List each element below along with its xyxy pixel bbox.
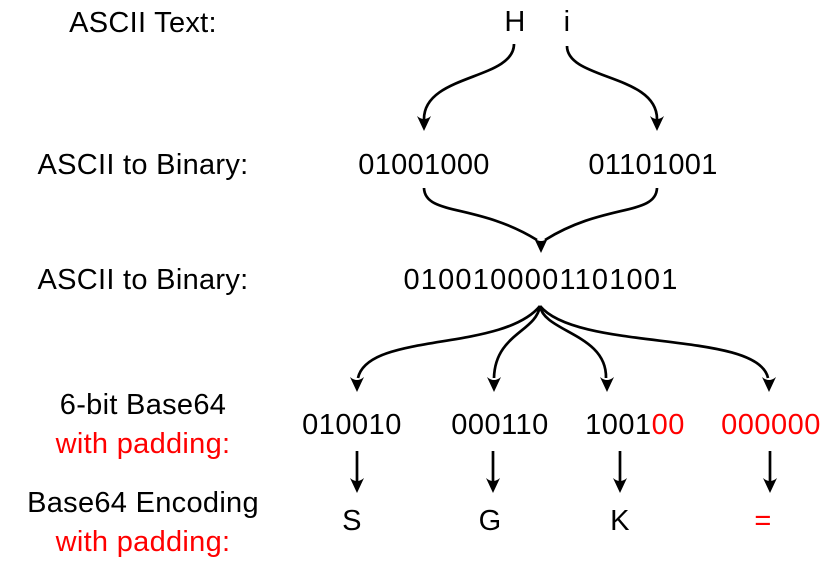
bit-group-1-bits: 010010 [302, 409, 402, 441]
arrow-fan-group2 [492, 305, 542, 379]
ascii-char-h: H [504, 6, 526, 38]
arrowhead [762, 377, 776, 392]
binary-byte-2: 01101001 [588, 149, 718, 181]
arrowhead [600, 377, 614, 392]
label-with-padding-2: with padding: [55, 526, 231, 558]
bit-group-4: 000000 [721, 410, 821, 440]
label-ascii-to-binary-1: ASCII to Binary: [37, 149, 249, 181]
label-base64-encoding: Base64 Encoding with padding: [0, 484, 286, 562]
arrowhead [487, 377, 501, 392]
arrow-byte2-merge [544, 187, 659, 242]
arrow-fan-group4 [538, 305, 770, 379]
arrow-byte1-merge [422, 187, 538, 242]
arrowhead [534, 238, 548, 253]
base64-char-1: S [342, 505, 362, 537]
base64-char-3: K [610, 505, 630, 537]
binary-byte-1: 01001000 [358, 149, 490, 181]
bit-group-4-padding: 000000 [721, 409, 821, 441]
arrow-i-to-byte2 [565, 45, 659, 120]
arrow-fan-group3 [538, 305, 608, 379]
bit-group-3: 100100 [585, 410, 685, 440]
arrow-fan-group1 [356, 305, 542, 379]
base64-char-2: G [478, 505, 502, 537]
arrow-h-to-byte1 [422, 43, 516, 120]
label-ascii-to-binary-2: ASCII to Binary: [37, 264, 249, 296]
label-ascii-text: ASCII Text: [69, 7, 217, 39]
base64-char-padding: = [754, 505, 772, 537]
ascii-char-i: i [563, 6, 571, 38]
label-6bit-base64-line1: 6-bit Base64 [59, 389, 227, 421]
bit-group-2: 000110 [451, 410, 549, 440]
bit-group-3-bits: 1001 [585, 409, 652, 441]
arrowhead [350, 377, 364, 392]
label-base64-encoding-line1: Base64 Encoding [27, 487, 259, 519]
bit-group-1: 010010 [302, 410, 402, 440]
bit-group-2-bits: 000110 [451, 409, 549, 441]
combined-binary: 0100100001101001 [403, 264, 679, 296]
bit-group-3-padding: 00 [651, 409, 685, 441]
label-6bit-base64: 6-bit Base64 with padding: [0, 386, 286, 464]
label-with-padding-1: with padding: [55, 428, 231, 460]
